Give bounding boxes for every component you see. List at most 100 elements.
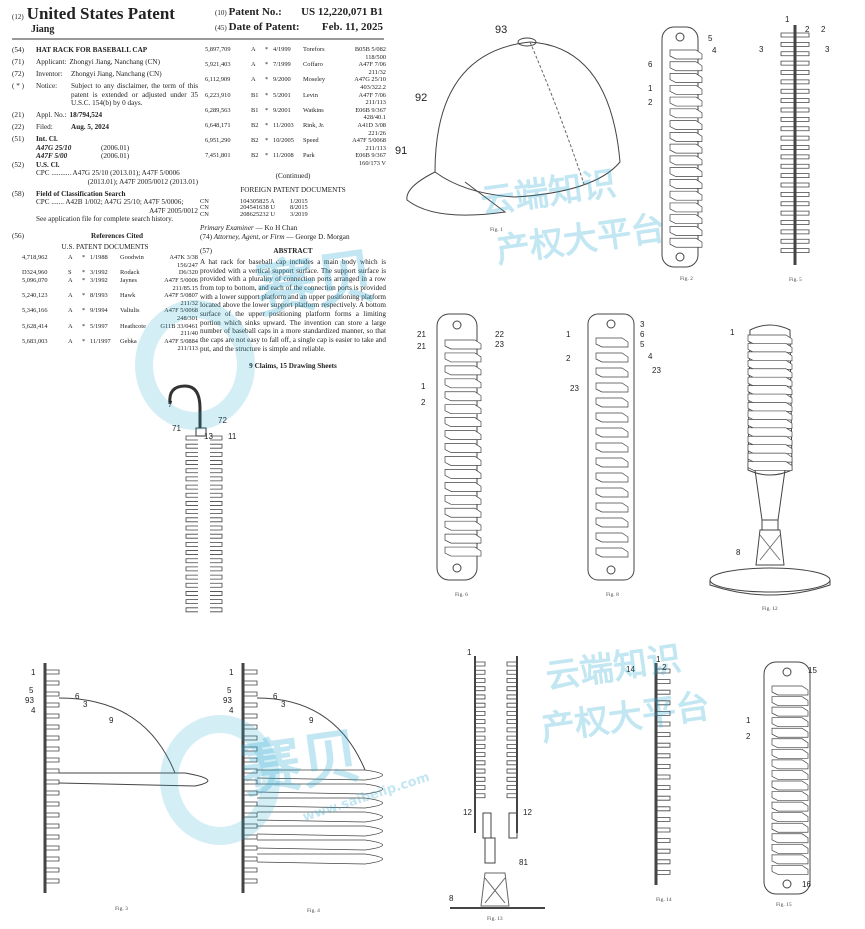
connection-port xyxy=(475,727,486,733)
ref-class: A47F 5/0884 xyxy=(164,337,198,345)
rack-teeth xyxy=(656,668,671,875)
connection-port xyxy=(185,574,198,580)
connection-port xyxy=(795,163,810,169)
connection-port xyxy=(243,746,258,752)
connection-port xyxy=(771,727,809,738)
rack-teeth xyxy=(45,669,60,884)
connection-port xyxy=(795,60,810,66)
ref-subclass: 211/113 xyxy=(177,345,198,353)
ref-no: 6,112,909 xyxy=(205,76,231,84)
connection-port xyxy=(444,352,482,363)
rack-teeth xyxy=(210,435,223,613)
ref-date: 9/1994 xyxy=(90,307,108,315)
ref-name: Watkins xyxy=(303,106,324,114)
connection-port xyxy=(771,843,809,854)
connection-port xyxy=(475,735,486,741)
foreign-docs-title: FOREIGN PATENT DOCUMENTS xyxy=(240,186,346,195)
references-title: References Cited xyxy=(91,232,143,241)
ref-no: 5,096,070 xyxy=(22,277,48,284)
ref-numeral: 3 xyxy=(825,45,830,54)
connection-port xyxy=(506,711,517,716)
connection-port xyxy=(795,210,810,216)
ref-numeral: 3 xyxy=(640,320,645,329)
connection-port xyxy=(210,525,223,531)
figure-2: 5 4 6 1 2 Fig. 2 xyxy=(640,22,730,292)
connection-port xyxy=(795,145,810,150)
rack-teeth xyxy=(780,32,795,254)
connection-port xyxy=(656,742,671,748)
connection-port xyxy=(771,854,809,865)
connection-port xyxy=(669,61,703,72)
ref-date: 11/2003 xyxy=(273,121,294,129)
biblio-column: (54)HAT RACK FOR BASEBALL CAP (71)Applic… xyxy=(12,46,198,353)
connection-port xyxy=(210,566,223,572)
ref-numeral: 81 xyxy=(519,858,528,867)
cap-brim xyxy=(256,839,383,851)
ref-numeral: 3 xyxy=(83,700,88,709)
ref-numeral: 23 xyxy=(652,366,661,375)
connection-port xyxy=(780,201,795,207)
connection-port xyxy=(243,823,258,829)
ref-numeral: 1 xyxy=(648,84,653,93)
connection-port xyxy=(780,145,795,150)
figure-5: 1 2 2 3 3 Fig. 5 xyxy=(755,15,835,290)
patent-type: (12)United States Patent xyxy=(12,4,175,24)
figure-6: 21 21 22 23 1 2 Fig. 6 xyxy=(415,310,515,600)
connection-port xyxy=(444,443,482,453)
ref-class: A47G 25/10 xyxy=(354,76,386,84)
connection-port xyxy=(595,487,629,498)
connection-port xyxy=(669,237,703,248)
ref-no: 5,683,003 xyxy=(22,337,48,345)
foreign-cc: CN xyxy=(200,197,209,205)
foreign-date: 3/2019 xyxy=(290,211,308,219)
connection-port xyxy=(780,88,795,94)
rack-front-drawing xyxy=(780,25,810,265)
connection-port xyxy=(771,717,809,728)
connection-port xyxy=(185,492,198,498)
connection-port xyxy=(771,865,809,875)
connection-port xyxy=(771,822,809,833)
connection-port xyxy=(780,79,795,85)
connection-port xyxy=(185,435,198,441)
ref-numeral: 11 xyxy=(228,432,237,441)
ref-kind: B2 xyxy=(251,152,259,160)
connection-port xyxy=(475,776,486,782)
connection-port xyxy=(444,533,482,544)
us-cl-title: U.S. Cl. xyxy=(36,160,60,169)
connection-port xyxy=(45,735,60,741)
ref-no: 6,951,290 xyxy=(205,137,231,145)
foreign-no: 208625232 U xyxy=(240,211,275,219)
connection-port xyxy=(656,679,671,684)
connection-port xyxy=(45,768,60,774)
connection-port xyxy=(795,70,810,75)
connection-port xyxy=(656,668,671,674)
ref-star: * xyxy=(265,121,269,129)
figure-13: 1 12 12 81 8 Fig. 13 xyxy=(445,648,550,926)
connection-port xyxy=(747,427,793,438)
ref-numeral: 5 xyxy=(227,686,232,695)
connection-port xyxy=(475,686,486,692)
claims-count: 9 Claims, 15 Drawing Sheets xyxy=(249,361,337,370)
ref-kind: A xyxy=(251,61,256,69)
int-cl-class: A47F 5/00 xyxy=(36,152,68,161)
connection-port xyxy=(795,182,810,188)
patent-no-label: Patent No.: xyxy=(228,6,282,18)
connection-port xyxy=(656,689,671,695)
connection-port xyxy=(771,833,809,844)
connection-port xyxy=(45,856,60,862)
ref-numeral: 4 xyxy=(31,706,36,715)
figure-caption: Fig. 12 xyxy=(762,606,778,612)
connection-port xyxy=(475,694,486,700)
figure-caption: Fig. 14 xyxy=(656,897,672,903)
connection-port xyxy=(669,84,703,95)
ref-class: A47F 5/0006 xyxy=(164,277,198,284)
connection-port xyxy=(595,352,629,363)
connection-port xyxy=(771,748,809,759)
figure-14: 14 1 2 Fig. 14 xyxy=(620,655,710,910)
ref-numeral: 93 xyxy=(25,696,34,705)
ref-star: * xyxy=(265,76,269,84)
connection-port xyxy=(185,443,198,449)
